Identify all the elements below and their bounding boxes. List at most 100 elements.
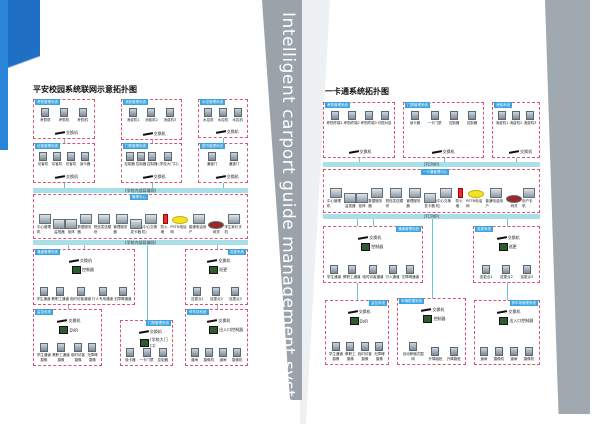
controller: 控制器 (72, 266, 94, 274)
switch: 交换机 (497, 309, 520, 315)
device: 考勤机 (77, 108, 88, 123)
device-row: 学生通道教职工通道临时访客通道行人通道无障碍通道 (326, 265, 420, 280)
terminal-icon (218, 108, 227, 117)
switch-icon (142, 132, 153, 136)
center-device: PSTN电话网 (170, 216, 188, 235)
device: 可视对讲 (378, 111, 392, 126)
switch-label: 交换机 (442, 149, 455, 154)
switch-label: 交换机 (66, 130, 78, 135)
center-device: 用户手机 (522, 188, 536, 209)
device: 通道门 (207, 152, 217, 167)
network-bus: (TCP/IP) (323, 162, 540, 167)
right-management-center: 一卡通管理中心中心管理机监视器矩阵数据服务器短信发送模块管理服务器发卡器(中心交… (323, 169, 540, 213)
switch-icon (497, 310, 508, 314)
terminal-icon (431, 347, 440, 356)
turnstile-icon (118, 287, 127, 296)
device-label: 临时访客摄像 (357, 352, 372, 361)
switch-label: 交换机 (226, 129, 239, 134)
device-label: 巡更点3 (229, 297, 242, 301)
device-label: 学生通道 (327, 275, 341, 279)
terminal-icon (231, 287, 240, 296)
device-row: 控制器控制器控制器(学校大门口) (124, 152, 179, 167)
device-label: 水控机 (217, 118, 229, 122)
terminal-icon (148, 152, 157, 161)
switch-label: 交换机 (432, 307, 445, 312)
terminal-icon (212, 287, 221, 296)
device: 考勤终端3 (361, 111, 377, 126)
controller-icon (423, 315, 433, 323)
device: 临时访客摄像 (70, 343, 86, 363)
device-label: 消费机3 (523, 121, 537, 125)
switch-icon (215, 175, 226, 179)
device: 无障碍通道 (114, 287, 132, 302)
switch-icon (496, 236, 507, 240)
device-label: 摄像机 (493, 357, 505, 361)
device-label: 读卡器 (125, 358, 136, 362)
server-icon (79, 214, 92, 224)
device: 巡更点1 (480, 265, 493, 280)
controller-icon (59, 326, 69, 334)
device-label: 道闸 (219, 358, 227, 362)
device-label: 道闸 (510, 357, 518, 361)
device-label: 消费机1 (126, 118, 140, 122)
device-label: 考勤终端2 (343, 121, 360, 125)
device: 巡更点3 (229, 287, 242, 302)
left-subsystem-box: 图书管理系统交换机通道门通道门 (198, 143, 248, 183)
device-label: 教职工摄像 (345, 352, 356, 361)
device: 水控机 (232, 108, 243, 123)
terminal-icon (522, 265, 531, 274)
device-label: 道闸 (191, 358, 198, 362)
center-device: 监视器 (344, 193, 357, 209)
controller: 出入口控制器 (499, 317, 533, 325)
center-device: PSTN电话网 (466, 190, 485, 209)
device-label: 监视器 (54, 230, 65, 234)
switch-label: 交换机 (508, 309, 521, 314)
switch: 交换机 (347, 309, 371, 315)
terminal-icon (380, 111, 389, 120)
switch-icon (421, 308, 432, 312)
switch-label: 交换机 (507, 235, 520, 240)
right-grey-band (545, 0, 590, 414)
device: 升降路桩 (447, 347, 461, 362)
switch: 交换机 (431, 149, 455, 155)
controller: DVR (59, 326, 78, 334)
center-device: 发卡器 (423, 193, 436, 209)
terminal-icon (126, 348, 135, 357)
device-label: 用户手机 (522, 199, 533, 208)
device-label: 巡更点3 (520, 275, 534, 279)
device-label: (中心交换机) (435, 199, 452, 208)
turnstile-icon (509, 347, 518, 356)
center-device: 中心管理机 (327, 188, 344, 209)
subsystem-label: 门禁管理系统 (405, 102, 430, 108)
switch-label: 交换机 (218, 318, 231, 323)
device-label: 控制器 (157, 358, 169, 362)
center-device: 网关 (208, 221, 225, 235)
camera-icon (74, 343, 82, 352)
switch: 交换机 (54, 174, 78, 180)
switch-label: 交换机 (358, 309, 371, 314)
device-label: 访客机 (51, 162, 63, 166)
server-icon (65, 219, 78, 229)
device-row: 学生通道教职工通道临时访客通道行人专用通道无障碍通道 (36, 287, 132, 302)
subsystem-label: 监控系统 (35, 309, 53, 315)
firewall-icon (458, 188, 464, 198)
device: 考勤终端1 (326, 111, 343, 126)
device: 无障碍摄像 (86, 343, 99, 363)
device: 水控机 (203, 108, 214, 123)
device: 读卡器 (125, 348, 136, 363)
controller-icon (209, 266, 219, 274)
switch-label: 交换机 (226, 174, 239, 179)
server-icon (489, 188, 502, 198)
controller: 巡更 (209, 266, 227, 274)
device: 读卡器 (410, 111, 420, 126)
camera-icon (524, 347, 533, 356)
device-label: 访客机 (65, 162, 77, 166)
device-label: 考勤机 (77, 118, 88, 122)
subsystem-label: 监控系统 (369, 300, 387, 306)
center-device: 矩阵 (65, 219, 78, 235)
device: 考勤机 (59, 108, 69, 123)
network-bus: (TCP/IP) (323, 214, 540, 219)
